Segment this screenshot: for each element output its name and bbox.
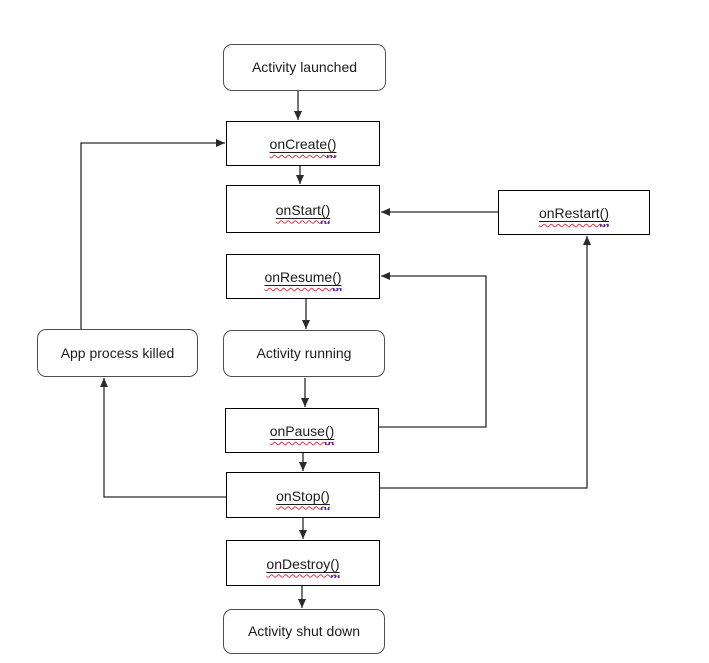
node-onpause-label: onPause()	[270, 423, 335, 446]
grammar-squiggle-icon	[327, 155, 337, 159]
node-onresume: onResume()	[226, 254, 380, 299]
grammar-squiggle-icon	[332, 288, 342, 292]
node-onresume-label: onResume()	[264, 269, 342, 292]
node-activity-shut-down-label: Activity shut down	[247, 623, 361, 640]
edge-onstop-to-app-process-killed	[100, 378, 226, 498]
grammar-squiggle-icon	[320, 506, 330, 510]
node-ondestroy: onDestroy()	[226, 540, 380, 586]
node-onrestart-label: onRestart()	[539, 205, 610, 228]
node-onstop: onStop()	[226, 472, 380, 518]
node-onstop-label: onStop()	[276, 488, 330, 510]
edge-app-process-killed-to-oncreate	[80, 139, 225, 329]
grammar-squiggle-icon	[321, 220, 331, 224]
node-activity-launched-label: Activity launched	[251, 59, 358, 76]
node-app-process-killed: App process killed	[37, 329, 198, 377]
edge-onstop-to-onrestart	[380, 236, 591, 489]
grammar-squiggle-icon	[325, 442, 335, 446]
node-oncreate: onCreate()	[226, 121, 380, 166]
node-activity-running-label: Activity running	[256, 345, 352, 362]
grammar-squiggle-icon	[600, 224, 610, 228]
node-onpause: onPause()	[225, 408, 379, 453]
node-activity-shut-down: Activity shut down	[223, 609, 385, 654]
node-onstart-label: onStart()	[276, 202, 331, 224]
node-onstart: onStart()	[226, 185, 380, 233]
node-activity-launched: Activity launched	[223, 44, 386, 91]
node-ondestroy-label: onDestroy()	[266, 556, 340, 578]
node-oncreate-label: onCreate()	[270, 136, 337, 159]
node-onrestart: onRestart()	[498, 190, 650, 235]
node-app-process-killed-label: App process killed	[60, 344, 175, 361]
edge-onpause-to-onresume	[379, 272, 487, 428]
node-activity-running: Activity running	[223, 330, 385, 377]
grammar-squiggle-icon	[330, 574, 340, 578]
